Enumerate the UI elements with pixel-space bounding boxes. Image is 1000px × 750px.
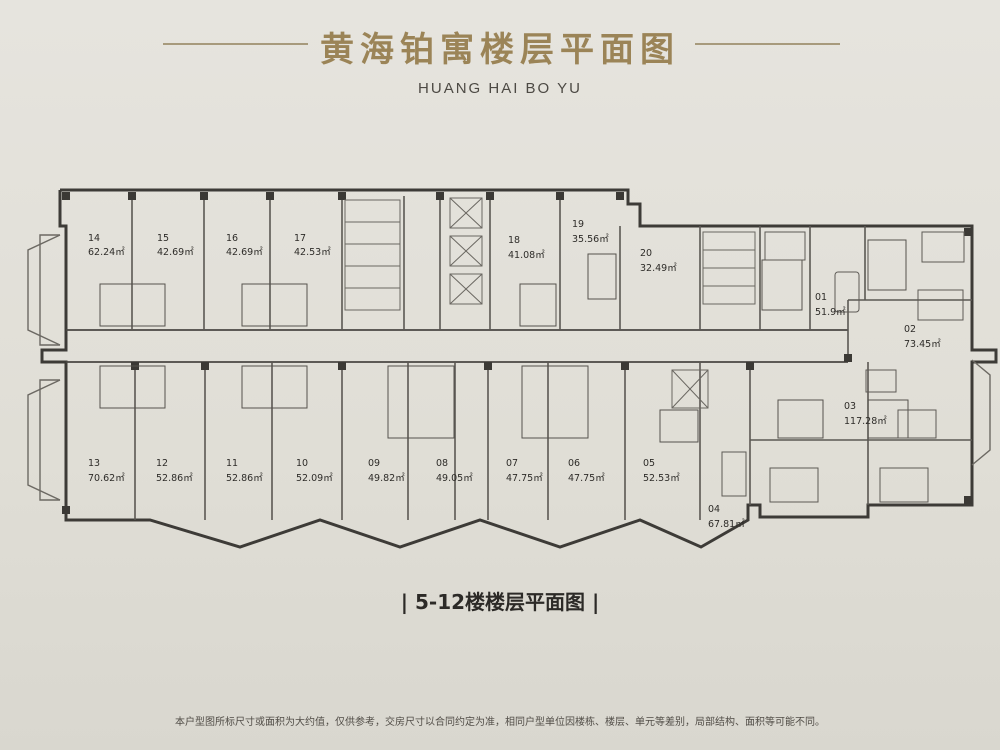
title-rule-left (163, 43, 308, 45)
unit-18-area: 41.08㎡ (508, 250, 545, 261)
corridor (66, 329, 848, 363)
stair-and-elevator-cores (344, 197, 756, 409)
unit-06-area: 47.75㎡ (568, 473, 605, 484)
unit-03-area: 117.28㎡ (844, 416, 887, 427)
unit-12-area: 52.86㎡ (156, 473, 193, 484)
unit-10-number: 10 (296, 458, 308, 469)
unit-13-area: 70.62㎡ (88, 473, 125, 484)
unit-19-area: 35.56㎡ (572, 234, 609, 245)
unit-11-number: 11 (226, 458, 238, 469)
unit-01-area: 51.9㎡ (815, 307, 846, 318)
unit-09-area: 49.82㎡ (368, 473, 405, 484)
unit-17-number: 17 (294, 233, 306, 244)
unit-13-number: 13 (88, 458, 100, 469)
wing-bays (27, 234, 991, 501)
unit-07-number: 07 (506, 458, 518, 469)
unit-08-number: 08 (436, 458, 448, 469)
title-rule-right (695, 43, 840, 45)
disclaimer-footnote: 本户型图所标尺寸或面积为大约值，仅供参考，交房尺寸以合同约定为准，相同户型单位因… (175, 717, 825, 728)
unit-18-number: 18 (508, 235, 520, 246)
unit-11-area: 52.86㎡ (226, 473, 263, 484)
page-title: 黄海铂寓楼层平面图 (320, 30, 680, 70)
unit-04-number: 04 (708, 504, 720, 515)
unit-04-area: 67.81㎡ (708, 519, 745, 530)
unit-08-area: 49.05㎡ (436, 473, 473, 484)
bathroom-pods (99, 239, 909, 443)
unit-16-number: 16 (226, 233, 238, 244)
unit-10-area: 52.09㎡ (296, 473, 333, 484)
unit-06-number: 06 (568, 458, 580, 469)
unit-02-area: 73.45㎡ (904, 339, 941, 350)
unit-19-number: 19 (572, 219, 584, 230)
unit-02-number: 02 (904, 324, 916, 335)
outer-walls (40, 188, 998, 549)
unit-20-area: 32.49㎡ (640, 263, 677, 274)
unit-03-number: 03 (844, 401, 856, 412)
unit-15-area: 42.69㎡ (157, 247, 194, 258)
partition-walls (131, 196, 972, 520)
unit-17-area: 42.53㎡ (294, 247, 331, 258)
furniture (721, 231, 965, 503)
unit-05-number: 05 (643, 458, 655, 469)
floor-range-title: | 5-12楼楼层平面图 | (400, 590, 600, 614)
unit-15-number: 15 (157, 233, 169, 244)
unit-09-number: 09 (368, 458, 380, 469)
unit-05-area: 52.53㎡ (643, 473, 680, 484)
unit-20-number: 20 (640, 248, 652, 259)
unit-12-number: 12 (156, 458, 168, 469)
unit-07-area: 47.75㎡ (506, 473, 543, 484)
page-subtitle: HUANG HAI BO YU (418, 80, 582, 97)
unit-14-area: 62.24㎡ (88, 247, 125, 258)
unit-01-number: 01 (815, 292, 827, 303)
unit-14-number: 14 (88, 233, 100, 244)
unit-16-area: 42.69㎡ (226, 247, 263, 258)
